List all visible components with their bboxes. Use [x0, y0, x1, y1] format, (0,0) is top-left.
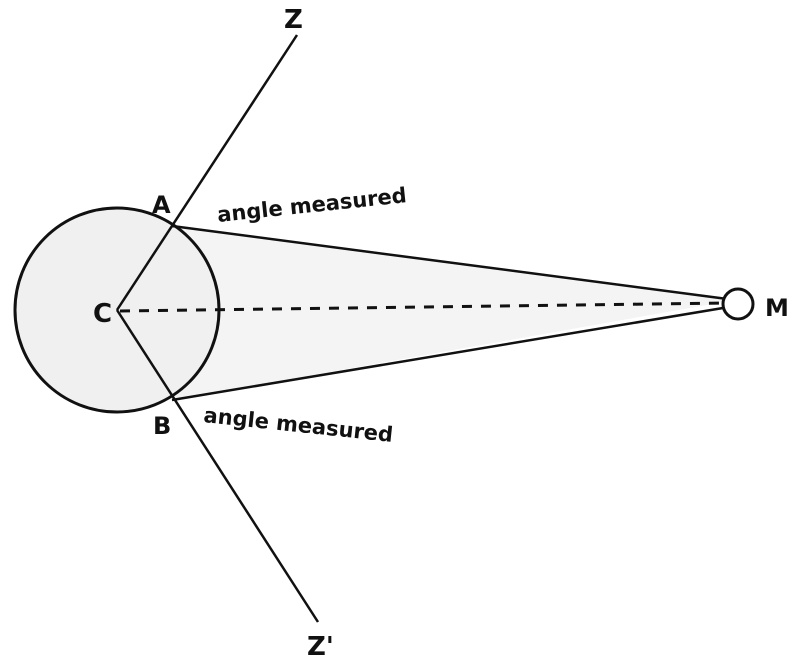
lower-sightline	[171, 304, 736, 402]
zenith-line-z-prime	[115, 309, 320, 623]
sightline-cone	[172, 226, 735, 400]
label-a: A	[152, 191, 171, 219]
label-m: M	[765, 294, 789, 322]
moon-circle	[721, 287, 755, 321]
lower-angle-label: angle measured	[202, 403, 394, 447]
label-z-prime: Z'	[307, 632, 334, 662]
center-to-moon-dashed	[119, 301, 726, 313]
upper-sightline	[171, 224, 736, 302]
label-c: C	[93, 299, 112, 329]
zenith-line-z	[115, 34, 299, 311]
label-z: Z	[284, 5, 303, 35]
upper-angle-label: angle measured	[216, 183, 408, 227]
label-b: B	[153, 412, 171, 440]
